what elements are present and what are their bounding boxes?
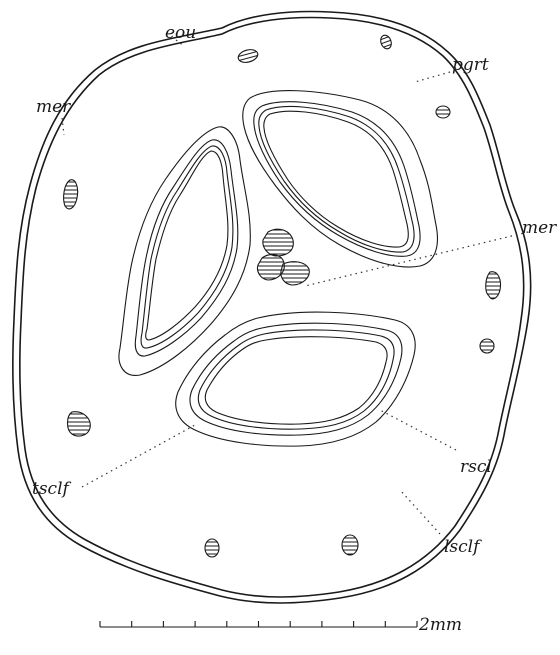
peripheral-bundle [486,272,501,299]
peripheral-bundles [64,34,501,557]
label-lsclf: lsclf [444,537,482,557]
peripheral-bundle [342,535,358,555]
peripheral-bundle [379,34,393,51]
outer-epidermis [13,12,531,603]
peripheral-bundle [237,48,259,65]
central-bundles [257,229,309,285]
peripheral-bundle [480,339,494,353]
label-rscl: rscl [460,457,492,477]
central-bundle [263,229,293,256]
scale-ticks [100,621,417,627]
leader-lines [62,40,528,534]
label-eou: eou [165,23,196,43]
peripheral-bundle [68,412,91,436]
peripheral-bundle [205,539,219,557]
label-tsclf: tsclf [32,479,72,499]
scale-bar-label: 2mm [418,615,462,635]
lacuna-lower [176,312,415,446]
peripheral-bundle [64,180,78,209]
lacuna-upper-left [119,127,250,376]
label-mer-right: mer [522,218,557,238]
label-pgrt: pgrt [452,55,489,75]
central-bundle [281,262,309,285]
label-mer-left: mer [36,97,71,117]
scale-bar: 2mm [100,615,462,635]
central-bundle [257,255,284,280]
peripheral-bundle [436,106,450,118]
